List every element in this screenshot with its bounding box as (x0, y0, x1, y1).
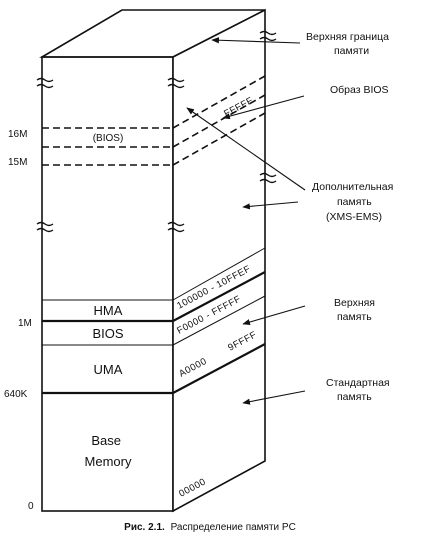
arrow-standard (242, 390, 306, 405)
axis-label-zero: 0 (28, 501, 34, 512)
break-mark (167, 221, 185, 233)
hma-label: HMA (94, 303, 123, 318)
axis-label-16m: 16M (8, 129, 27, 140)
side-hma-top (172, 247, 266, 301)
dash-side-16m (172, 75, 266, 129)
uma-label: UMA (94, 362, 123, 377)
side-bios-uma (172, 295, 266, 346)
break-mark (36, 221, 54, 233)
break-mark (259, 30, 277, 42)
base-memory-label: Base Memory (85, 433, 132, 469)
bios-label: BIOS (92, 326, 123, 341)
annotation-standard: Стандартная память (326, 377, 393, 403)
dash-side-mid (172, 94, 266, 148)
annotation-upper-bound: Верхняя граница памяти (306, 31, 392, 57)
bios-high-label: (BIOS) (93, 133, 124, 144)
dash-side-15m (172, 112, 266, 166)
annotation-bios-image: Образ BIOS (330, 84, 389, 96)
break-mark (259, 172, 277, 184)
axis-label-640k: 640K (4, 389, 28, 400)
side-640k (172, 343, 266, 394)
side-face (172, 8, 266, 513)
arrow-extended-2 (242, 201, 299, 210)
figure-caption: Рис. 2.1. Распределение памяти PC (124, 522, 296, 533)
break-mark (36, 77, 54, 89)
arrow-upper-bound (211, 37, 301, 44)
arrow-upper-memory (242, 305, 306, 326)
side-hma-bios (172, 271, 266, 322)
axis-label-1m: 1M (18, 318, 32, 329)
arrow-extended-1 (186, 107, 306, 191)
annotation-upper-memory: Верхняя память (334, 297, 378, 323)
arrow-bios-image (222, 95, 305, 120)
break-mark (167, 77, 185, 89)
annotation-extended: Дополнительная память (XMS-EMS) (312, 181, 396, 223)
axis-label-15m: 15M (8, 157, 27, 168)
